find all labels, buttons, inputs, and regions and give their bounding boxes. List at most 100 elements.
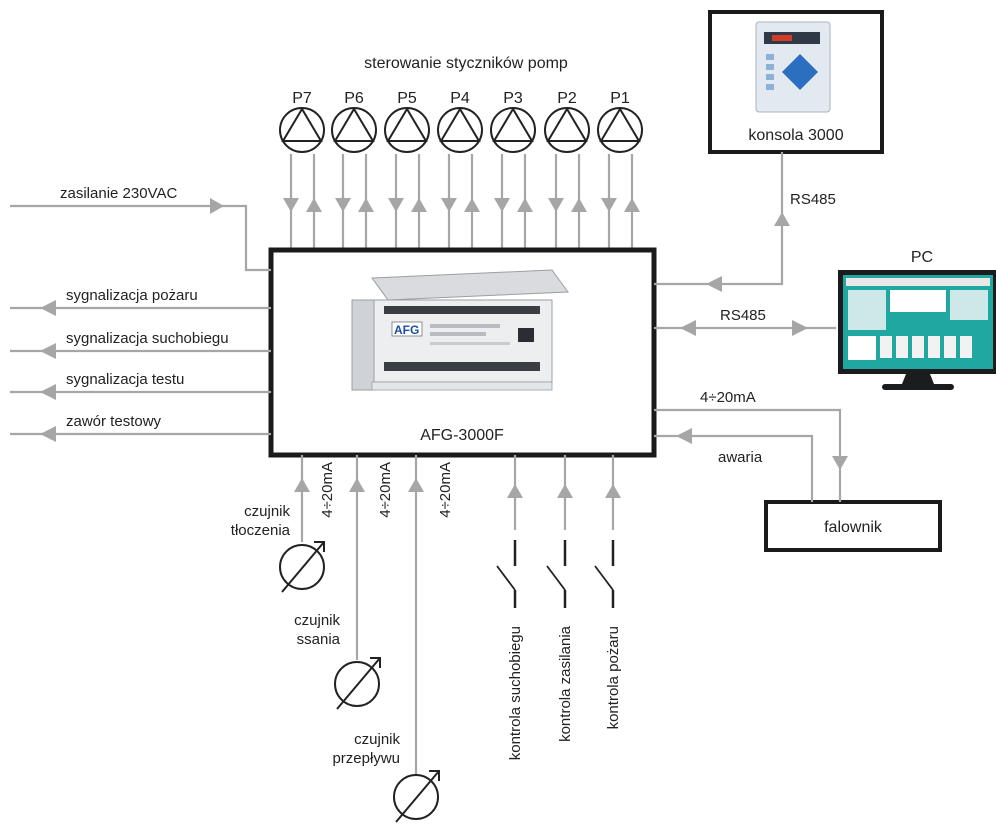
arrow-down-icon	[335, 198, 351, 212]
arrow-left-icon	[40, 426, 56, 442]
arrow-down-icon	[548, 198, 564, 212]
console-block: konsola 3000	[708, 10, 884, 154]
sensor-label-line1: czujnik	[294, 612, 340, 629]
analog-input-label: 4÷20mA	[319, 462, 336, 518]
digital-input-label: kontrola zasilania	[557, 625, 574, 742]
arrow-down-icon	[388, 198, 404, 212]
diagram-title: sterowanie styczników pomp	[364, 55, 568, 72]
pump-label: P6	[344, 90, 364, 107]
inverter-frame	[764, 500, 942, 552]
arrow-up-icon	[571, 198, 587, 212]
controller-device-image: AFG	[351, 269, 569, 391]
pump-p2: P2	[544, 90, 590, 250]
pump-p5: P5	[384, 90, 430, 250]
pump-triangle	[386, 107, 428, 142]
pump-label: P2	[557, 90, 577, 107]
sensor-label-line2: przepływu	[332, 750, 400, 767]
arrow-left-icon	[40, 343, 56, 359]
analog-input-label: 4÷20mA	[377, 462, 394, 518]
sensor-label-line2: ssania	[297, 631, 341, 648]
sensor-label-line1: czujnik	[244, 503, 290, 520]
controller-label: AFG-3000F	[420, 427, 504, 444]
pump-label: P1	[610, 90, 630, 107]
controller-frame	[268, 247, 657, 458]
pc-label: PC	[911, 249, 933, 266]
rs485-console-line	[654, 152, 784, 286]
digital-input-label: kontrola pożaru	[605, 626, 622, 729]
arrow-up-icon	[408, 478, 424, 492]
pump-triangle	[439, 107, 481, 142]
arrow-up-icon	[557, 484, 573, 498]
arrow-up-icon	[411, 198, 427, 212]
rs485-console-label: RS485	[790, 191, 836, 208]
output-label: sygnalizacja pożaru	[66, 287, 198, 304]
fault-line	[654, 434, 814, 502]
digital-input-fire: kontrola pożaru	[594, 455, 622, 729]
arrow-up-icon	[517, 198, 533, 212]
arrow-down-icon	[601, 198, 617, 212]
pressure-sensor-icon	[279, 541, 325, 593]
pump-label: P7	[292, 90, 312, 107]
arrow-up-icon	[358, 198, 374, 212]
arrow-left-icon	[40, 384, 56, 400]
digital-input-label: kontrola suchobiegu	[507, 626, 524, 760]
pump-p6: P6	[331, 90, 377, 250]
fault-label: awaria	[718, 449, 763, 466]
flow-sensor-icon	[393, 770, 440, 823]
pump-icon	[437, 107, 483, 153]
arrow-down-icon	[441, 198, 457, 212]
arrow-right-icon	[210, 198, 224, 214]
pump-icon	[331, 107, 377, 153]
pump-icon	[279, 107, 325, 153]
pump-icon	[384, 107, 430, 153]
pump-triangle	[333, 107, 375, 142]
pump-label: P3	[503, 90, 523, 107]
arrow-left-icon	[676, 428, 692, 444]
output-label: sygnalizacja suchobiegu	[66, 330, 229, 347]
rs485-pc-label: RS485	[720, 307, 766, 324]
pump-icon	[544, 107, 590, 153]
monitor-stand	[902, 374, 934, 384]
arrow-down-icon	[283, 198, 299, 212]
pump-p1: P1	[597, 90, 643, 250]
arrow-up-icon	[507, 484, 523, 498]
inverter-block: falownik	[764, 500, 942, 552]
switch-lever-icon	[496, 565, 516, 591]
pump-p3: P3	[490, 90, 536, 250]
pump-triangle	[599, 107, 641, 142]
digital-input-power: kontrola zasilania	[546, 455, 574, 742]
power-in-line	[10, 204, 271, 272]
analog-out-line	[654, 408, 842, 502]
power-in-label: zasilanie 230VAC	[60, 185, 177, 202]
switch-lever-icon	[594, 565, 614, 591]
pc-block: PC	[838, 249, 996, 390]
arrow-left-icon	[40, 300, 56, 316]
arrow-up-icon	[464, 198, 480, 212]
pump-icon	[597, 107, 643, 153]
digital-input-dryrun: kontrola suchobiegu	[496, 455, 524, 760]
arrow-right-icon	[792, 320, 808, 336]
pump-label: P5	[397, 90, 417, 107]
arrow-up-icon	[294, 478, 310, 492]
analog-input-label: 4÷20mA	[437, 462, 454, 518]
arrow-down-icon	[832, 456, 848, 470]
console-label: konsola 3000	[748, 127, 843, 144]
arrow-up-icon	[774, 212, 790, 226]
console-frame	[708, 10, 884, 154]
pump-triangle	[492, 107, 534, 142]
device-logo-text: AFG	[394, 323, 419, 337]
sensor-label-line1: czujnik	[354, 731, 400, 748]
pump-triangle	[546, 107, 588, 142]
arrow-down-icon	[494, 198, 510, 212]
switch-lever-icon	[546, 565, 566, 591]
output-label: zawór testowy	[66, 413, 162, 430]
arrow-up-icon	[349, 478, 365, 492]
arrow-up-icon	[605, 484, 621, 498]
arrow-left-icon	[680, 320, 696, 336]
pump-triangle	[281, 107, 323, 142]
pump-p7: P7	[279, 90, 325, 250]
suction-sensor-icon	[334, 657, 381, 710]
pump-icon	[490, 107, 536, 153]
sensor-label-line2: tłoczenia	[231, 522, 291, 539]
